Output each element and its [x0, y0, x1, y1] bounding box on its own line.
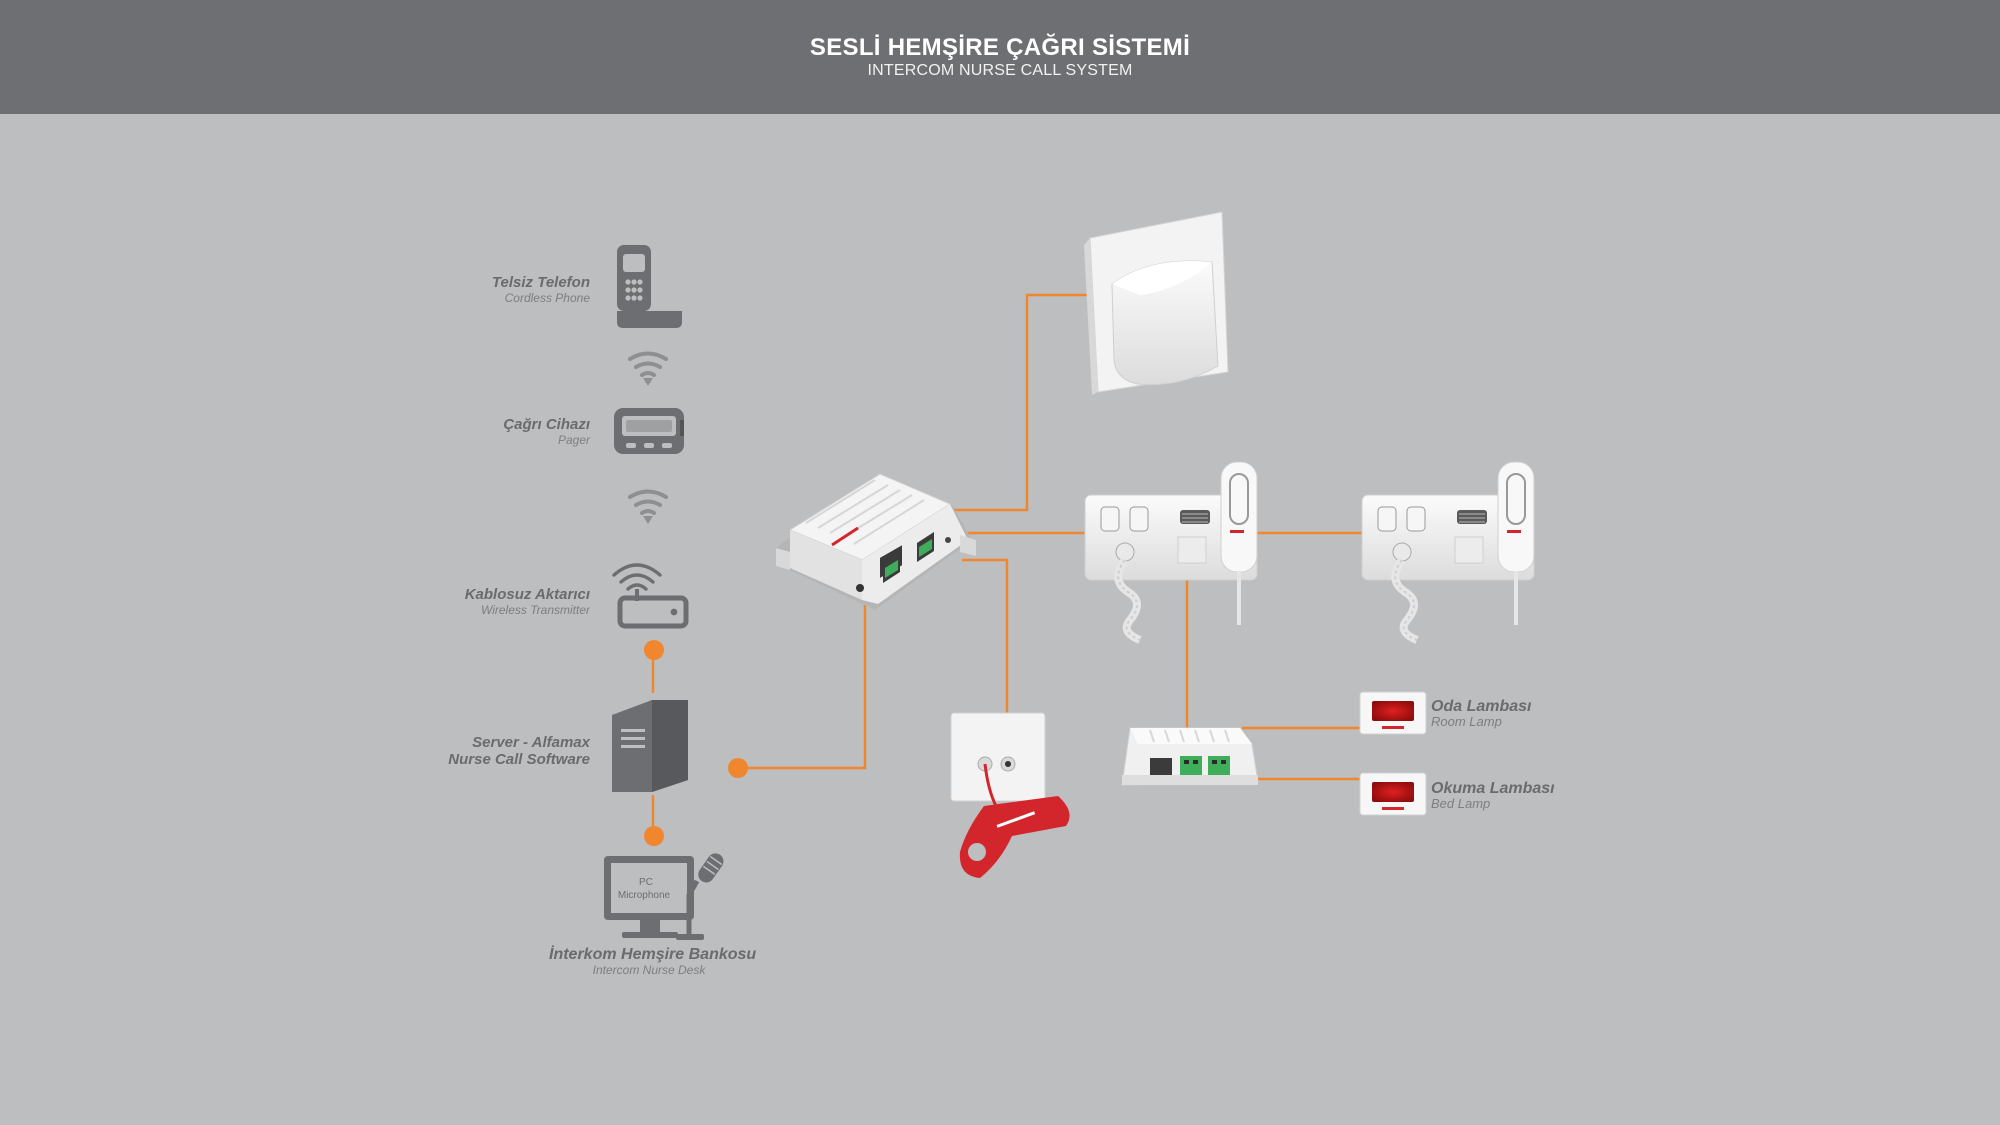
wifi-signal-icon-2 [628, 489, 668, 515]
bedside-station-1 [1084, 461, 1258, 644]
ceiling-speaker-device [1084, 211, 1229, 395]
label-room-lamp: Oda Lambası Room Lamp [1431, 698, 1531, 729]
pager-icon [614, 408, 684, 454]
label-wireless-transmitter: Kablosuz Aktarıcı Wireless Transmitter [465, 586, 590, 617]
label-pager-tr: Çağrı Cihazı [503, 416, 590, 433]
label-room-lamp-en: Room Lamp [1431, 714, 1502, 729]
wifi-signal-icon [628, 351, 668, 377]
desk-screen-label-pc: PC [639, 877, 653, 888]
line-server-to-controller [737, 600, 867, 770]
label-room-lamp-tr: Oda Lambası [1431, 698, 1532, 715]
connector-dot-server [728, 758, 748, 778]
monitor-microphone-icon [604, 851, 726, 940]
label-wireless-transmitter-en: Wireless Transmitter [480, 603, 590, 617]
label-wireless-transmitter-tr: Kablosuz Aktarıcı [464, 586, 590, 603]
label-server: Server - Alfamax Nurse Call Software [448, 734, 590, 768]
wifi-signal-tip [643, 378, 653, 386]
label-bed-lamp: Okuma Lambası Bed Lamp [1431, 780, 1555, 811]
line-controller-to-sensor [940, 293, 1092, 512]
connector-dot-transmitter [644, 640, 664, 660]
junction-relay-device [1121, 727, 1259, 786]
central-controller-device [776, 473, 976, 610]
wifi-signal-tip-2 [643, 516, 653, 524]
label-nurse-desk-en: Intercom Nurse Desk [592, 963, 706, 977]
label-cordless-phone-en: Cordless Phone [504, 291, 590, 305]
room-lamp-icon [1359, 691, 1427, 735]
connector-dot-desk [644, 826, 664, 846]
page-title: SESLİ HEMŞİRE ÇAĞRI SİSTEMİ [809, 34, 1191, 61]
bed-lamp-icon [1359, 772, 1427, 816]
label-server-tr: Server - Alfamax [472, 734, 590, 751]
line-controller-to-pullcord [962, 558, 1009, 715]
server-tower-icon [612, 700, 688, 792]
header-bar: SESLİ HEMŞİRE ÇAĞRI SİSTEMİ INTERCOM NUR… [0, 0, 2000, 114]
label-bed-lamp-en: Bed Lamp [1431, 796, 1491, 811]
label-server-en: Nurse Call Software [448, 751, 590, 768]
cordless-phone-icon [617, 245, 682, 328]
bedside-station-2 [1361, 461, 1535, 644]
label-nurse-desk: İnterkom Hemşire Bankosu Intercom Nurse … [549, 946, 757, 977]
label-pager: Çağrı Cihazı Pager [503, 416, 590, 447]
page-subtitle: INTERCOM NURSE CALL SYSTEM [867, 62, 1133, 79]
pull-cord-device [950, 712, 1070, 878]
label-cordless-phone: Telsiz Telefon Cordless Phone [492, 274, 590, 305]
label-cordless-phone-tr: Telsiz Telefon [491, 274, 590, 291]
label-bed-lamp-tr: Okuma Lambası [1431, 780, 1555, 797]
desk-screen-label-microphone: Microphone [618, 890, 671, 901]
wireless-router-icon [612, 563, 689, 629]
label-pager-en: Pager [557, 433, 590, 447]
label-nurse-desk-tr: İnterkom Hemşire Bankosu [549, 946, 757, 963]
